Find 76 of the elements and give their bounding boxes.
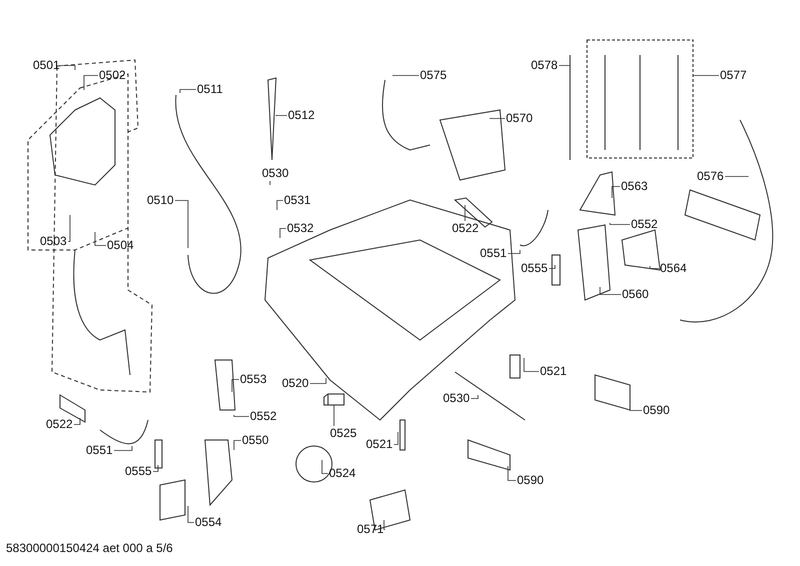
callout-number: 0522 (452, 222, 479, 235)
callout-number: 0590 (643, 404, 670, 417)
leader-line (114, 446, 132, 451)
callout-number: 0524 (329, 467, 356, 480)
callout-number: 0502 (99, 69, 126, 82)
callout-number: 0552 (250, 410, 277, 423)
callout-number: 0550 (242, 434, 269, 447)
callout-number: 0520 (282, 377, 309, 390)
leader-line (310, 378, 326, 384)
callout-number: 0555 (125, 465, 152, 478)
leader-line (384, 520, 386, 530)
callout-number: 0504 (107, 239, 134, 252)
callout-number: 0551 (480, 247, 507, 260)
callout-number: 0590 (517, 474, 544, 487)
callout-number: 0510 (147, 194, 174, 207)
leader-line (548, 264, 556, 269)
leader-line (276, 200, 284, 210)
callout-number: 0530 (262, 167, 289, 180)
callout-number: 0554 (195, 516, 222, 529)
leader-line (322, 460, 328, 474)
callout-number: 0555 (521, 262, 548, 275)
callout-number: 0564 (660, 262, 687, 275)
leader-line (508, 250, 520, 254)
leader-line (692, 74, 720, 76)
callout-number: 0577 (720, 69, 747, 82)
leader-line (724, 176, 748, 177)
leader-line (508, 466, 516, 481)
callout-number: 0578 (531, 59, 558, 72)
leader-line (84, 75, 98, 90)
leader-line (94, 232, 106, 246)
leader-line (174, 200, 188, 248)
callout-number: 0560 (622, 288, 649, 301)
leader-line (180, 89, 196, 94)
callout-number: 0521 (540, 365, 567, 378)
leader-line (152, 464, 158, 472)
leader-line (490, 118, 506, 119)
caption: 58300000150424 aet 000 a 5/6 (6, 541, 173, 555)
callout-number: 0531 (284, 194, 311, 207)
callout-number: 0552 (631, 218, 658, 231)
part-drawing (324, 394, 344, 406)
callout-number: 0501 (33, 59, 60, 72)
leader-line (558, 65, 570, 78)
callout-number: 0563 (621, 180, 648, 193)
callout-number: 0576 (697, 170, 724, 183)
leader-line (280, 228, 286, 238)
callout-number: 0525 (330, 427, 357, 440)
callout-number: 0522 (46, 418, 73, 431)
leader-line (610, 222, 630, 225)
leader-line (60, 65, 76, 70)
callout-number: 0530 (443, 392, 470, 405)
callout-number: 0570 (506, 112, 533, 125)
leader-line (470, 394, 478, 399)
leader-line (234, 440, 242, 450)
callout-number: 0553 (240, 373, 267, 386)
leader-line (234, 414, 250, 417)
callout-number: 0511 (197, 83, 223, 96)
callout-number: 0512 (288, 109, 315, 122)
leader-line (630, 400, 642, 411)
leader-line (650, 266, 660, 269)
leader-line (612, 186, 620, 198)
callout-number: 0532 (287, 222, 314, 235)
callout-number: 0503 (40, 235, 67, 248)
leader-line (188, 506, 194, 523)
callout-number: 0571 (357, 523, 384, 536)
leader-line (232, 379, 240, 392)
leader-line (394, 432, 398, 445)
leader-line (68, 214, 70, 242)
leader-line (600, 286, 622, 295)
leader-line (392, 74, 420, 76)
leader-line (74, 418, 80, 425)
leader-line (524, 358, 540, 372)
leader-line (464, 204, 466, 222)
callout-number: 0521 (366, 438, 393, 451)
callout-number: 0575 (420, 69, 447, 82)
leader-line (276, 114, 288, 116)
callout-number: 0551 (86, 444, 113, 457)
